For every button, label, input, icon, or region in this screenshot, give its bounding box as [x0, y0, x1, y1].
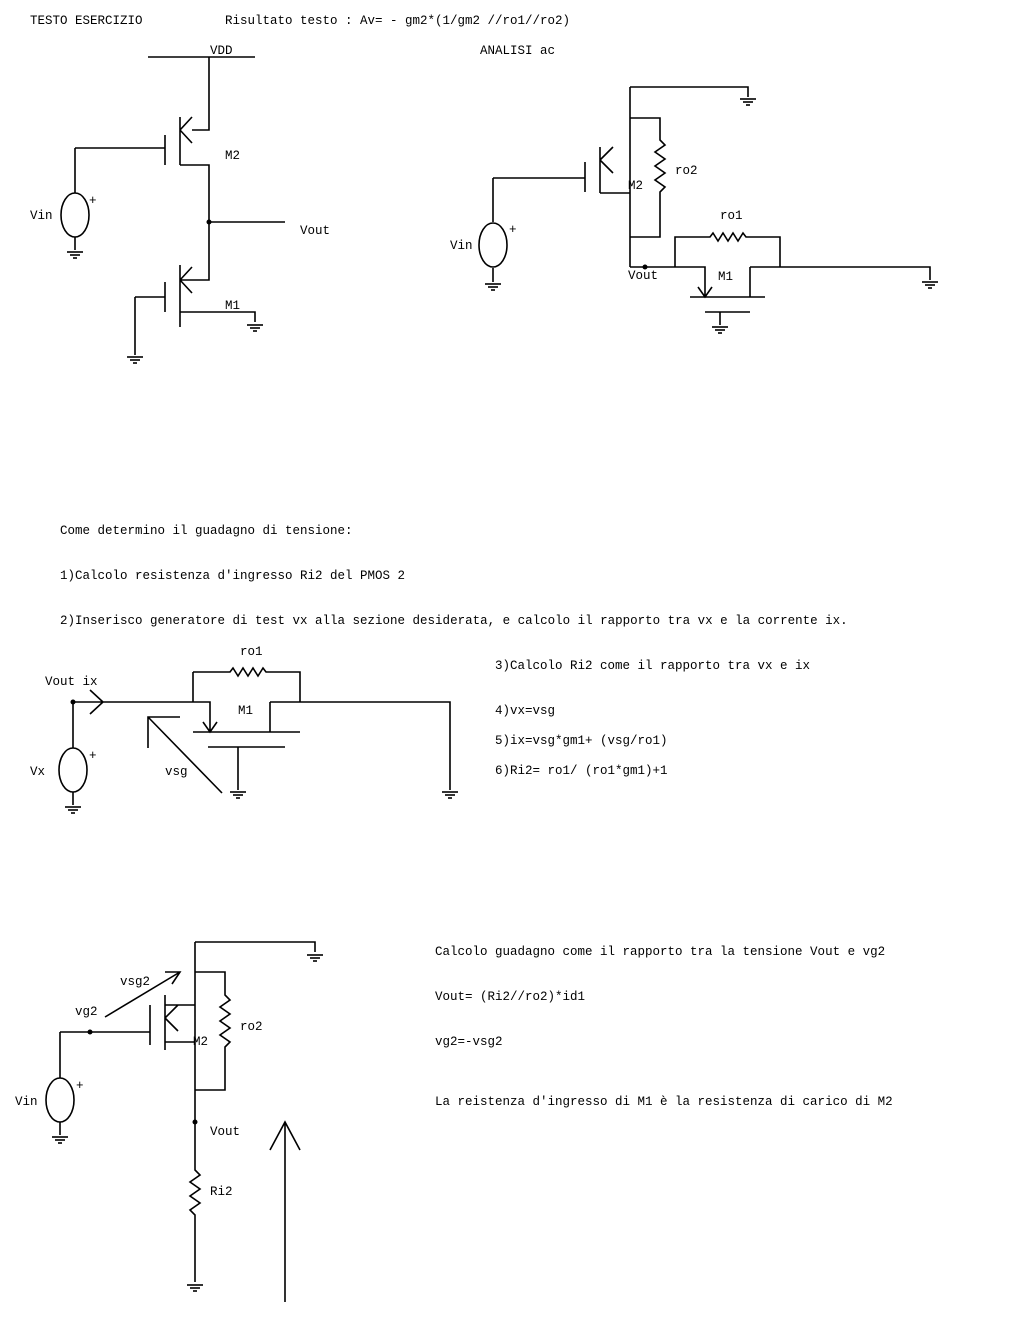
plus-label: + [89, 749, 97, 763]
vin-label: Vin [30, 209, 53, 223]
step-1: 1)Calcolo resistenza d'ingresso Ri2 del … [60, 569, 405, 583]
step-6: 6)Ri2= ro1/ (ro1*gm1)+1 [495, 764, 668, 778]
gain-line-3: vg2=-vsg2 [435, 1035, 503, 1049]
voltage-source-icon [478, 222, 508, 268]
step-4: 4)vx=vsg [495, 704, 555, 718]
ground-icon [186, 1284, 204, 1292]
expected-result: Risultato testo : Av= - gm2*(1/gm2 //ro1… [225, 14, 570, 28]
circuit-1: VDD + Vin M2 Vout M1 [30, 44, 330, 364]
vin-label: Vin [450, 239, 473, 253]
ri2-label: Ri2 [210, 1185, 233, 1199]
step-2: 2)Inserisco generatore di test vx alla s… [60, 614, 848, 628]
vin-label: Vin [15, 1095, 38, 1109]
step-5: 5)ix=vsg*gm1+ (vsg/ro1) [495, 734, 668, 748]
circuit-4: vsg2 vg2 M2 ro2 Vin + Vout Ri2 [15, 941, 324, 1302]
vg2-label: vg2 [75, 1005, 98, 1019]
vsg-label: vsg [165, 765, 188, 779]
plus-label: + [89, 194, 97, 208]
voltage-source-icon [60, 192, 90, 238]
ro1-label: ro1 [240, 645, 263, 659]
ground-icon [306, 954, 324, 962]
ac-analysis-title: ANALISI ac [480, 44, 555, 58]
ro2-label: ro2 [240, 1020, 263, 1034]
ground-icon [126, 356, 144, 364]
ground-icon [739, 98, 757, 106]
m2-label: M2 [193, 1035, 208, 1049]
step-3: 3)Calcolo Ri2 come il rapporto tra vx e … [495, 659, 810, 673]
gain-line-2: Vout= (Ri2//ro2)*id1 [435, 990, 585, 1004]
gain-line-1: Calcolo guadagno come il rapporto tra la… [435, 945, 885, 959]
vdd-label: VDD [210, 44, 233, 58]
plus-label: + [509, 223, 517, 237]
vout-ix-label: Vout ix [45, 675, 98, 689]
steps-intro: Come determino il guadagno di tensione: [60, 524, 353, 538]
vsg2-label: vsg2 [120, 975, 150, 989]
m1-label: M1 [718, 270, 733, 284]
circuit-2: ANALISI ac + Vin M2 ro2 ro1 Vout M1 [450, 44, 939, 334]
circuit-3: Vout ix ro1 M1 vsg Vx + [30, 645, 459, 814]
vout-label: Vout [300, 224, 330, 238]
m1-label: M1 [225, 299, 240, 313]
vout-label: Vout [628, 269, 658, 283]
ground-icon [51, 1136, 69, 1144]
ground-icon [66, 251, 84, 259]
m2-label: M2 [225, 149, 240, 163]
exercise-title: TESTO ESERCIZIO [30, 14, 143, 28]
voltage-source-icon [58, 747, 88, 793]
voltage-source-icon [45, 1077, 75, 1123]
ground-icon [441, 791, 459, 799]
ground-icon [229, 791, 247, 799]
vout-label: Vout [210, 1125, 240, 1139]
plus-label: + [76, 1079, 84, 1093]
ground-icon [484, 283, 502, 291]
ground-icon [64, 806, 82, 814]
vx-label: Vx [30, 765, 45, 779]
m1-label: M1 [238, 704, 253, 718]
ground-icon [711, 326, 729, 334]
ro1-label: ro1 [720, 209, 743, 223]
m2-label: M2 [628, 179, 643, 193]
ground-icon [246, 324, 264, 332]
gain-line-4: La reistenza d'ingresso di M1 è la resis… [435, 1095, 893, 1109]
ro2-label: ro2 [675, 164, 698, 178]
ground-icon [921, 281, 939, 289]
